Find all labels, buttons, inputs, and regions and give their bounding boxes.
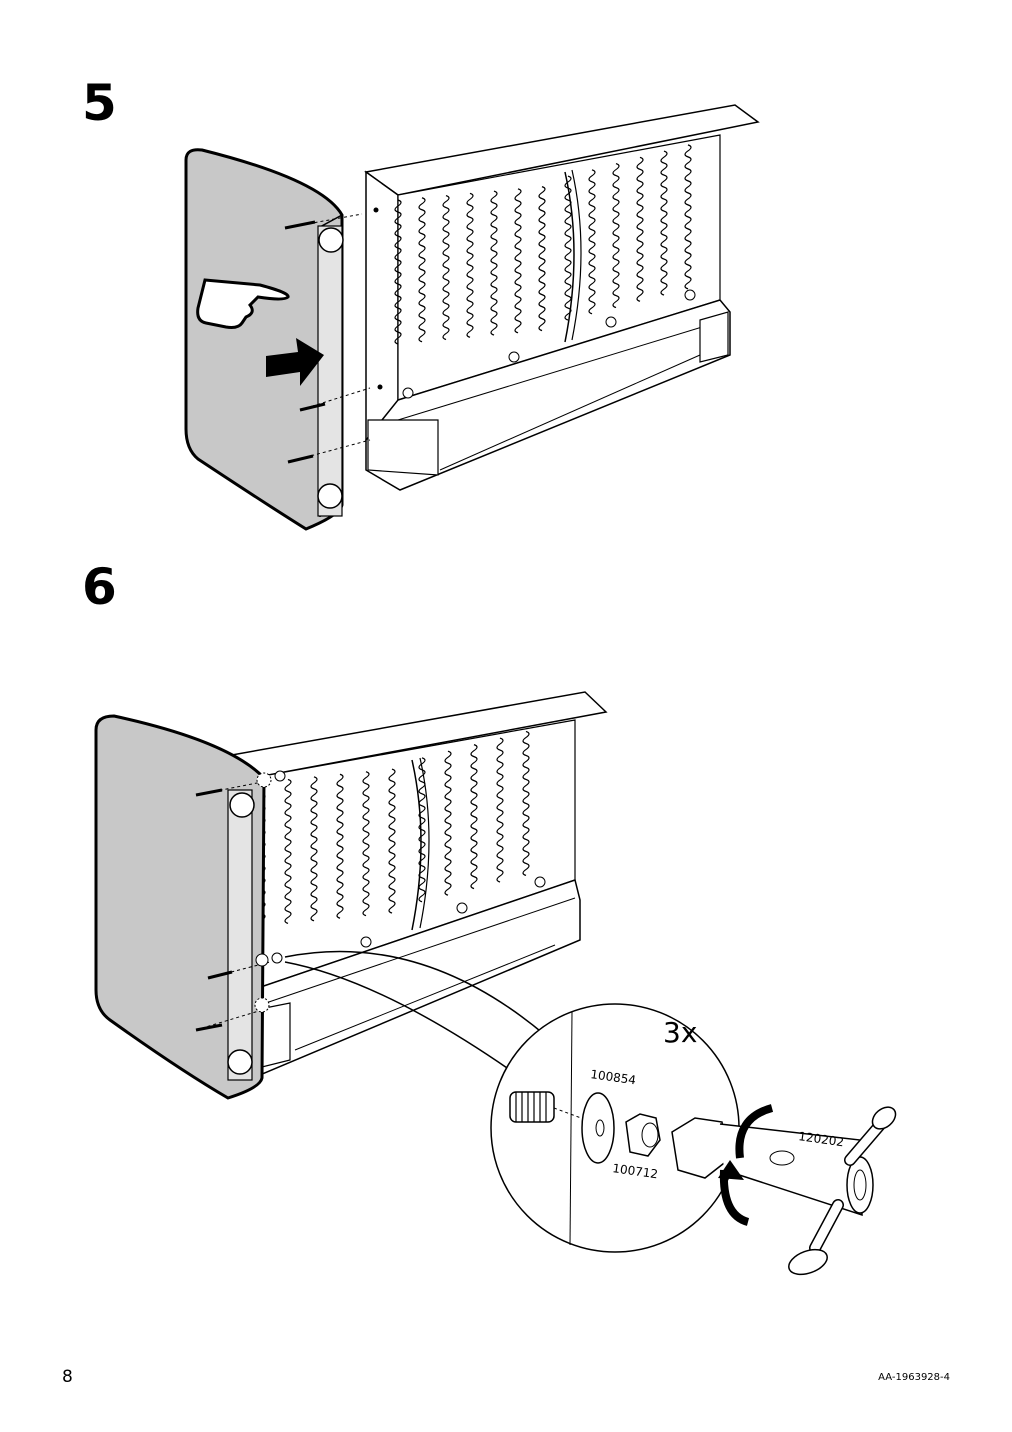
bolt-part [509, 1091, 601, 1126]
step-number-6: 6 [82, 558, 117, 616]
part-number-100712: 100712 [612, 1161, 659, 1181]
part-number-100854: 100854 [590, 1067, 637, 1087]
step6-drawing: 3x 100854 100712 120202 [94, 691, 897, 1276]
part-number-120202: 120202 [798, 1129, 845, 1149]
page-number: 8 [62, 1367, 73, 1387]
step-number-5: 5 [82, 74, 117, 132]
rotate-arrow-icon [718, 1104, 774, 1226]
washer-part [581, 1092, 615, 1164]
wrench-tool [671, 1106, 897, 1276]
quantity-label: 3x [663, 1016, 697, 1049]
nut-part [625, 1113, 661, 1157]
pointing-hand-icon [196, 278, 290, 329]
document-code: AA-1963928-4 [878, 1372, 950, 1383]
push-arrow-icon [266, 338, 324, 386]
step5-drawing [184, 104, 760, 531]
